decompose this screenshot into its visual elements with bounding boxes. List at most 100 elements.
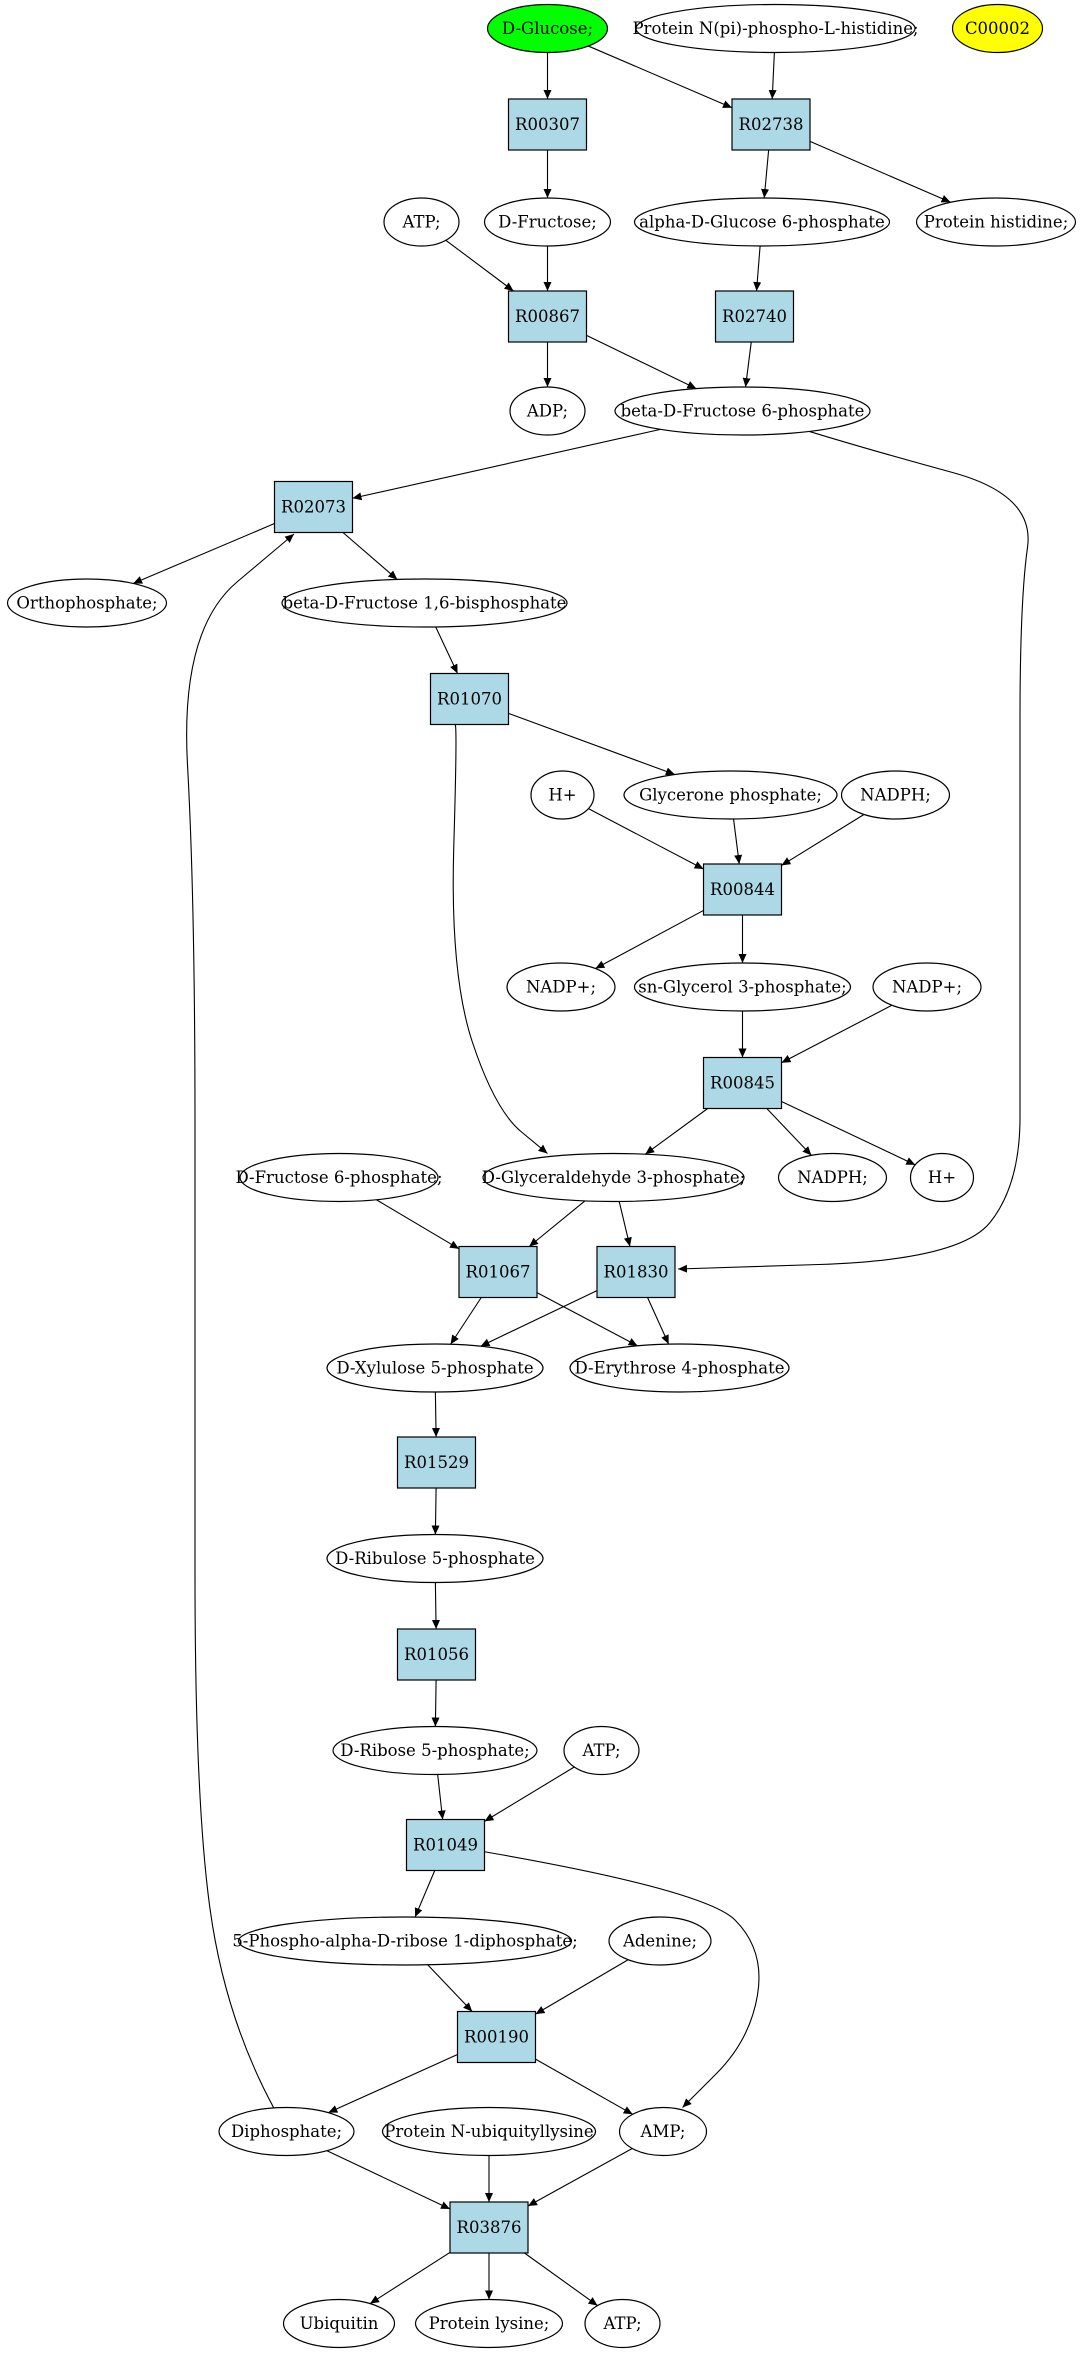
reaction-node-r01049[interactable]: R01049: [405, 1818, 486, 1872]
compound-node-adp[interactable]: ADP;: [509, 386, 586, 436]
reaction-node-r02740[interactable]: R02740: [714, 290, 795, 343]
node-label: R00190: [464, 2028, 529, 2047]
reaction-node-r01067[interactable]: R01067: [458, 1245, 538, 1299]
compound-node-nadph2[interactable]: NADPH;: [777, 1152, 888, 1203]
reaction-box: [714, 290, 795, 343]
compound-node-ortho[interactable]: Orthophosphate;: [6, 578, 168, 628]
compound-node-atp2[interactable]: ATP;: [563, 1725, 640, 1776]
reaction-box: [702, 863, 783, 916]
compound-ellipse: [909, 1152, 975, 1203]
compound-ellipse: [623, 770, 838, 820]
compound-node-adenine[interactable]: Adenine;: [608, 1916, 712, 1966]
edge-nadph1-to-r00844: [781, 814, 865, 866]
compound-node-bf6p[interactable]: beta-D-Fructose 6-phosphate: [614, 386, 871, 436]
compound-ellipse: [483, 197, 612, 247]
node-label: D-Xylulose 5-phosphate: [336, 1359, 533, 1378]
reaction-node-r00307[interactable]: R00307: [507, 98, 588, 151]
node-label: beta-D-Fructose 1,6-bisphosphate: [283, 594, 567, 613]
compound-node-atp1[interactable]: ATP;: [383, 197, 460, 247]
compound-node-nadph1[interactable]: NADPH;: [840, 770, 951, 820]
reaction-node-r00845[interactable]: R00845: [702, 1056, 783, 1110]
node-label: ATP;: [401, 213, 440, 232]
edge-gp-to-r00844: [733, 818, 743, 865]
compound-node-hplus1[interactable]: H+: [530, 770, 595, 820]
edge-r01049-to-prpp: [414, 1870, 436, 1918]
compound-node-r5p[interactable]: D-Ribose 5-phosphate;: [332, 1725, 538, 1776]
compound-node-atp3[interactable]: ATP;: [584, 2298, 661, 2349]
edge-r03876-to-atp3: [524, 2252, 598, 2307]
edge-xu5p-to-r01529: [431, 1391, 440, 1438]
compound-node-amp[interactable]: AMP;: [618, 2106, 708, 2157]
reaction-node-r03876[interactable]: R03876: [449, 2201, 529, 2254]
node-label: alpha-D-Glucose 6-phosphate: [639, 213, 885, 232]
compound-node-gap[interactable]: D-Glyceraldehyde 3-phosphate;: [482, 1152, 745, 1203]
node-label: R01056: [404, 1645, 469, 1664]
compound-node-glc[interactable]: D-Glucose;: [486, 3, 609, 54]
edge-r00845-to-gap: [644, 1108, 709, 1155]
node-label: Protein histidine;: [924, 213, 1069, 232]
node-label: NADP+;: [892, 978, 962, 997]
compound-node-ag6p[interactable]: alpha-D-Glucose 6-phosphate: [633, 197, 891, 247]
reaction-node-r00190[interactable]: R00190: [456, 2010, 537, 2064]
compound-node-npphis[interactable]: Protein N(pi)-phospho-L-histidine;: [632, 3, 919, 54]
reaction-node-r00867[interactable]: R00867: [507, 290, 588, 343]
reaction-box: [596, 1245, 676, 1299]
reaction-box: [273, 480, 354, 534]
node-label: Orthophosphate;: [16, 594, 157, 613]
reaction-node-r00844[interactable]: R00844: [702, 863, 783, 916]
node-label: NADPH;: [797, 1168, 868, 1187]
compound-node-prohis[interactable]: Protein histidine;: [915, 197, 1077, 247]
compound-ellipse: [530, 770, 595, 820]
edge-r02073-to-ortho: [132, 523, 275, 584]
compound-node-e4p[interactable]: D-Erythrose 4-phosphate: [569, 1343, 790, 1393]
compound-node-ru5p[interactable]: D-Ribulose 5-phosphate: [326, 1533, 544, 1584]
compound-node-prpp[interactable]: 5-Phospho-alpha-D-ribose 1-diphosphate;: [232, 1916, 578, 1966]
node-label: D-Ribose 5-phosphate;: [340, 1741, 529, 1760]
edge-bf6p-to-r02073: [352, 428, 661, 501]
compound-ellipse: [951, 3, 1044, 54]
node-label: ATP;: [581, 1741, 620, 1760]
compound-node-hplus2[interactable]: H+: [909, 1152, 975, 1203]
edge-r01830-to-e4p: [647, 1297, 670, 1345]
compound-node-ubiqlys[interactable]: Protein N-ubiquityllysine: [381, 2106, 597, 2157]
compound-node-g3p[interactable]: sn-Glycerol 3-phosphate;: [633, 962, 852, 1012]
node-label: Glycerone phosphate;: [639, 786, 822, 805]
reaction-box: [458, 1245, 538, 1299]
compound-node-nadp2[interactable]: NADP+;: [872, 962, 982, 1012]
reaction-box: [702, 1056, 783, 1110]
edge-r00845-to-hplus2: [781, 1100, 916, 1166]
edge-atp2-to-r01049: [484, 1766, 575, 1822]
compound-ellipse: [608, 1916, 712, 1966]
edge-r00867-to-bf6p: [586, 334, 697, 390]
node-label: R00845: [710, 1074, 775, 1093]
node-label: R03876: [457, 2218, 522, 2237]
node-label: R01070: [437, 690, 502, 709]
edge-npphis-to-r02738: [768, 52, 777, 100]
edge-bf16bp-to-r01070: [435, 626, 459, 674]
compound-node-gp[interactable]: Glycerone phosphate;: [623, 770, 838, 820]
node-label: C00002: [965, 19, 1030, 38]
node-label: ATP;: [602, 2314, 641, 2333]
compound-ellipse: [326, 1343, 544, 1393]
compound-node-c00002[interactable]: C00002: [951, 3, 1044, 54]
compound-node-bf16bp[interactable]: beta-D-Fructose 1,6-bisphosphate: [281, 578, 568, 628]
compound-node-xu5p[interactable]: D-Xylulose 5-phosphate: [326, 1343, 544, 1393]
reaction-node-r02738[interactable]: R02738: [731, 98, 811, 151]
reaction-node-r01070[interactable]: R01070: [429, 672, 510, 726]
compound-node-fru[interactable]: D-Fructose;: [483, 197, 612, 247]
compound-node-prolys[interactable]: Protein lysine;: [414, 2298, 564, 2349]
compound-node-diphos[interactable]: Diphosphate;: [218, 2106, 355, 2157]
compound-ellipse: [332, 1725, 538, 1776]
compound-node-f6p[interactable]: D-Fructose 6-phosphate;: [236, 1152, 443, 1203]
node-label: Protein lysine;: [429, 2314, 550, 2333]
compound-node-nadp1[interactable]: NADP+;: [506, 962, 616, 1012]
reaction-box: [507, 98, 588, 151]
edge-r01529-to-ru5p: [431, 1487, 440, 1535]
edge-adenine-to-r00190: [535, 1959, 629, 2015]
reaction-node-r01529[interactable]: R01529: [396, 1436, 477, 1489]
compound-ellipse: [840, 770, 951, 820]
reaction-node-r02073[interactable]: R02073: [273, 480, 354, 534]
compound-node-ubiq[interactable]: Ubiquitin: [282, 2298, 396, 2349]
reaction-node-r01056[interactable]: R01056: [396, 1628, 477, 1681]
reaction-node-r01830[interactable]: R01830: [596, 1245, 676, 1299]
